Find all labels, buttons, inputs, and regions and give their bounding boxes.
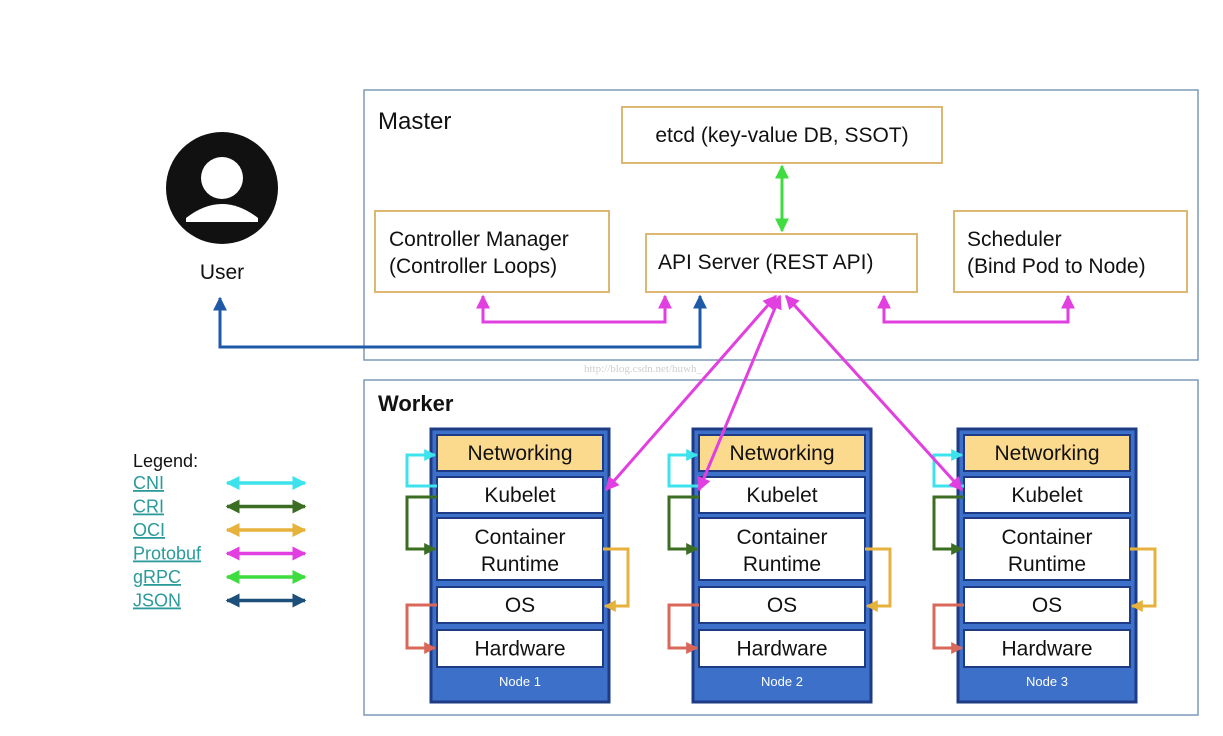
hardware-layer-label: Hardware [474,638,565,661]
hardware-layer-box [436,629,604,668]
os-hardware-arrow [932,603,964,654]
scheduler-box [953,210,1188,293]
user-label: User [200,261,244,284]
kubelet-layer-label: Kubelet [1011,484,1082,507]
user-avatar-icon [166,132,278,244]
node-label: Node 2 [761,674,803,689]
hardware-layer-box [963,629,1131,668]
master-title: Master [378,108,451,135]
os-hardware-arrow [667,603,699,654]
runtime-layer-box [698,517,866,581]
watermark: http://blog.csdn.net/huwh_ [584,363,702,375]
legend-item-oci[interactable]: OCI [133,520,165,540]
os-layer-label: OS [505,594,535,617]
os-layer-box [698,586,866,624]
legend-title: Legend: [133,451,198,471]
cni-arrow [405,449,437,488]
hardware-layer-box [698,629,866,668]
scheduler-api-protobuf-arrow [877,294,1075,324]
networking-layer-box [963,434,1131,472]
runtime-layer-label: Runtime [743,553,821,576]
scheduler-sublabel: (Bind Pod to Node) [967,255,1146,278]
controller-manager-box [374,210,610,293]
oci-arrow [1130,547,1157,612]
legend-item-protobuf[interactable]: Protobuf [133,544,202,564]
hardware-layer-label: Hardware [1001,638,1092,661]
runtime-layer-label: Container [474,526,565,549]
controller-manager-sublabel: (Controller Loops) [389,255,557,278]
api-kubelet-node2-arrow [697,294,782,492]
node-label: Node 1 [499,674,541,689]
networking-layer-label: Networking [994,442,1099,465]
runtime-layer-box [436,517,604,581]
controller-manager-label: Controller Manager [389,228,569,251]
runtime-layer-label: Runtime [481,553,559,576]
legend-item-json[interactable]: JSON [133,591,181,611]
scheduler-label: Scheduler [967,228,1062,251]
api-server-label: API Server (REST API) [658,251,874,274]
legend-item-cri[interactable]: CRI [133,497,164,517]
oci-arrow [865,547,892,612]
runtime-layer-box [963,517,1131,581]
runtime-layer-label: Container [1001,526,1092,549]
etcd-label: etcd (key-value DB, SSOT) [655,124,908,147]
cri-arrow [932,495,964,555]
kubelet-layer-label: Kubelet [484,484,555,507]
worker-title: Worker [378,391,454,416]
legend-item-grpc[interactable]: gRPC [133,567,181,587]
runtime-layer-label: Container [736,526,827,549]
api-kubelet-node3-arrow [784,294,964,492]
node-label: Node 3 [1026,674,1068,689]
legend-item-cni[interactable]: CNI [133,473,164,493]
kubelet-layer-box [436,476,604,514]
hardware-layer-label: Hardware [736,638,827,661]
os-layer-label: OS [767,594,797,617]
os-layer-box [436,586,604,624]
cri-arrow [667,495,699,555]
networking-layer-label: Networking [467,442,572,465]
legend: CNI CRI OCI Protobuf gRPC JSON [133,473,307,611]
kubelet-layer-box [963,476,1131,514]
os-hardware-arrow [405,603,437,654]
cri-arrow [405,495,437,555]
runtime-layer-label: Runtime [1008,553,1086,576]
oci-arrow [603,547,630,612]
networking-layer-box [436,434,604,472]
kubelet-layer-label: Kubelet [746,484,817,507]
os-layer-label: OS [1032,594,1062,617]
etcd-box [621,106,943,164]
controller-api-protobuf-arrow [476,294,672,324]
api-server-box [645,233,918,293]
networking-layer-label: Networking [729,442,834,465]
